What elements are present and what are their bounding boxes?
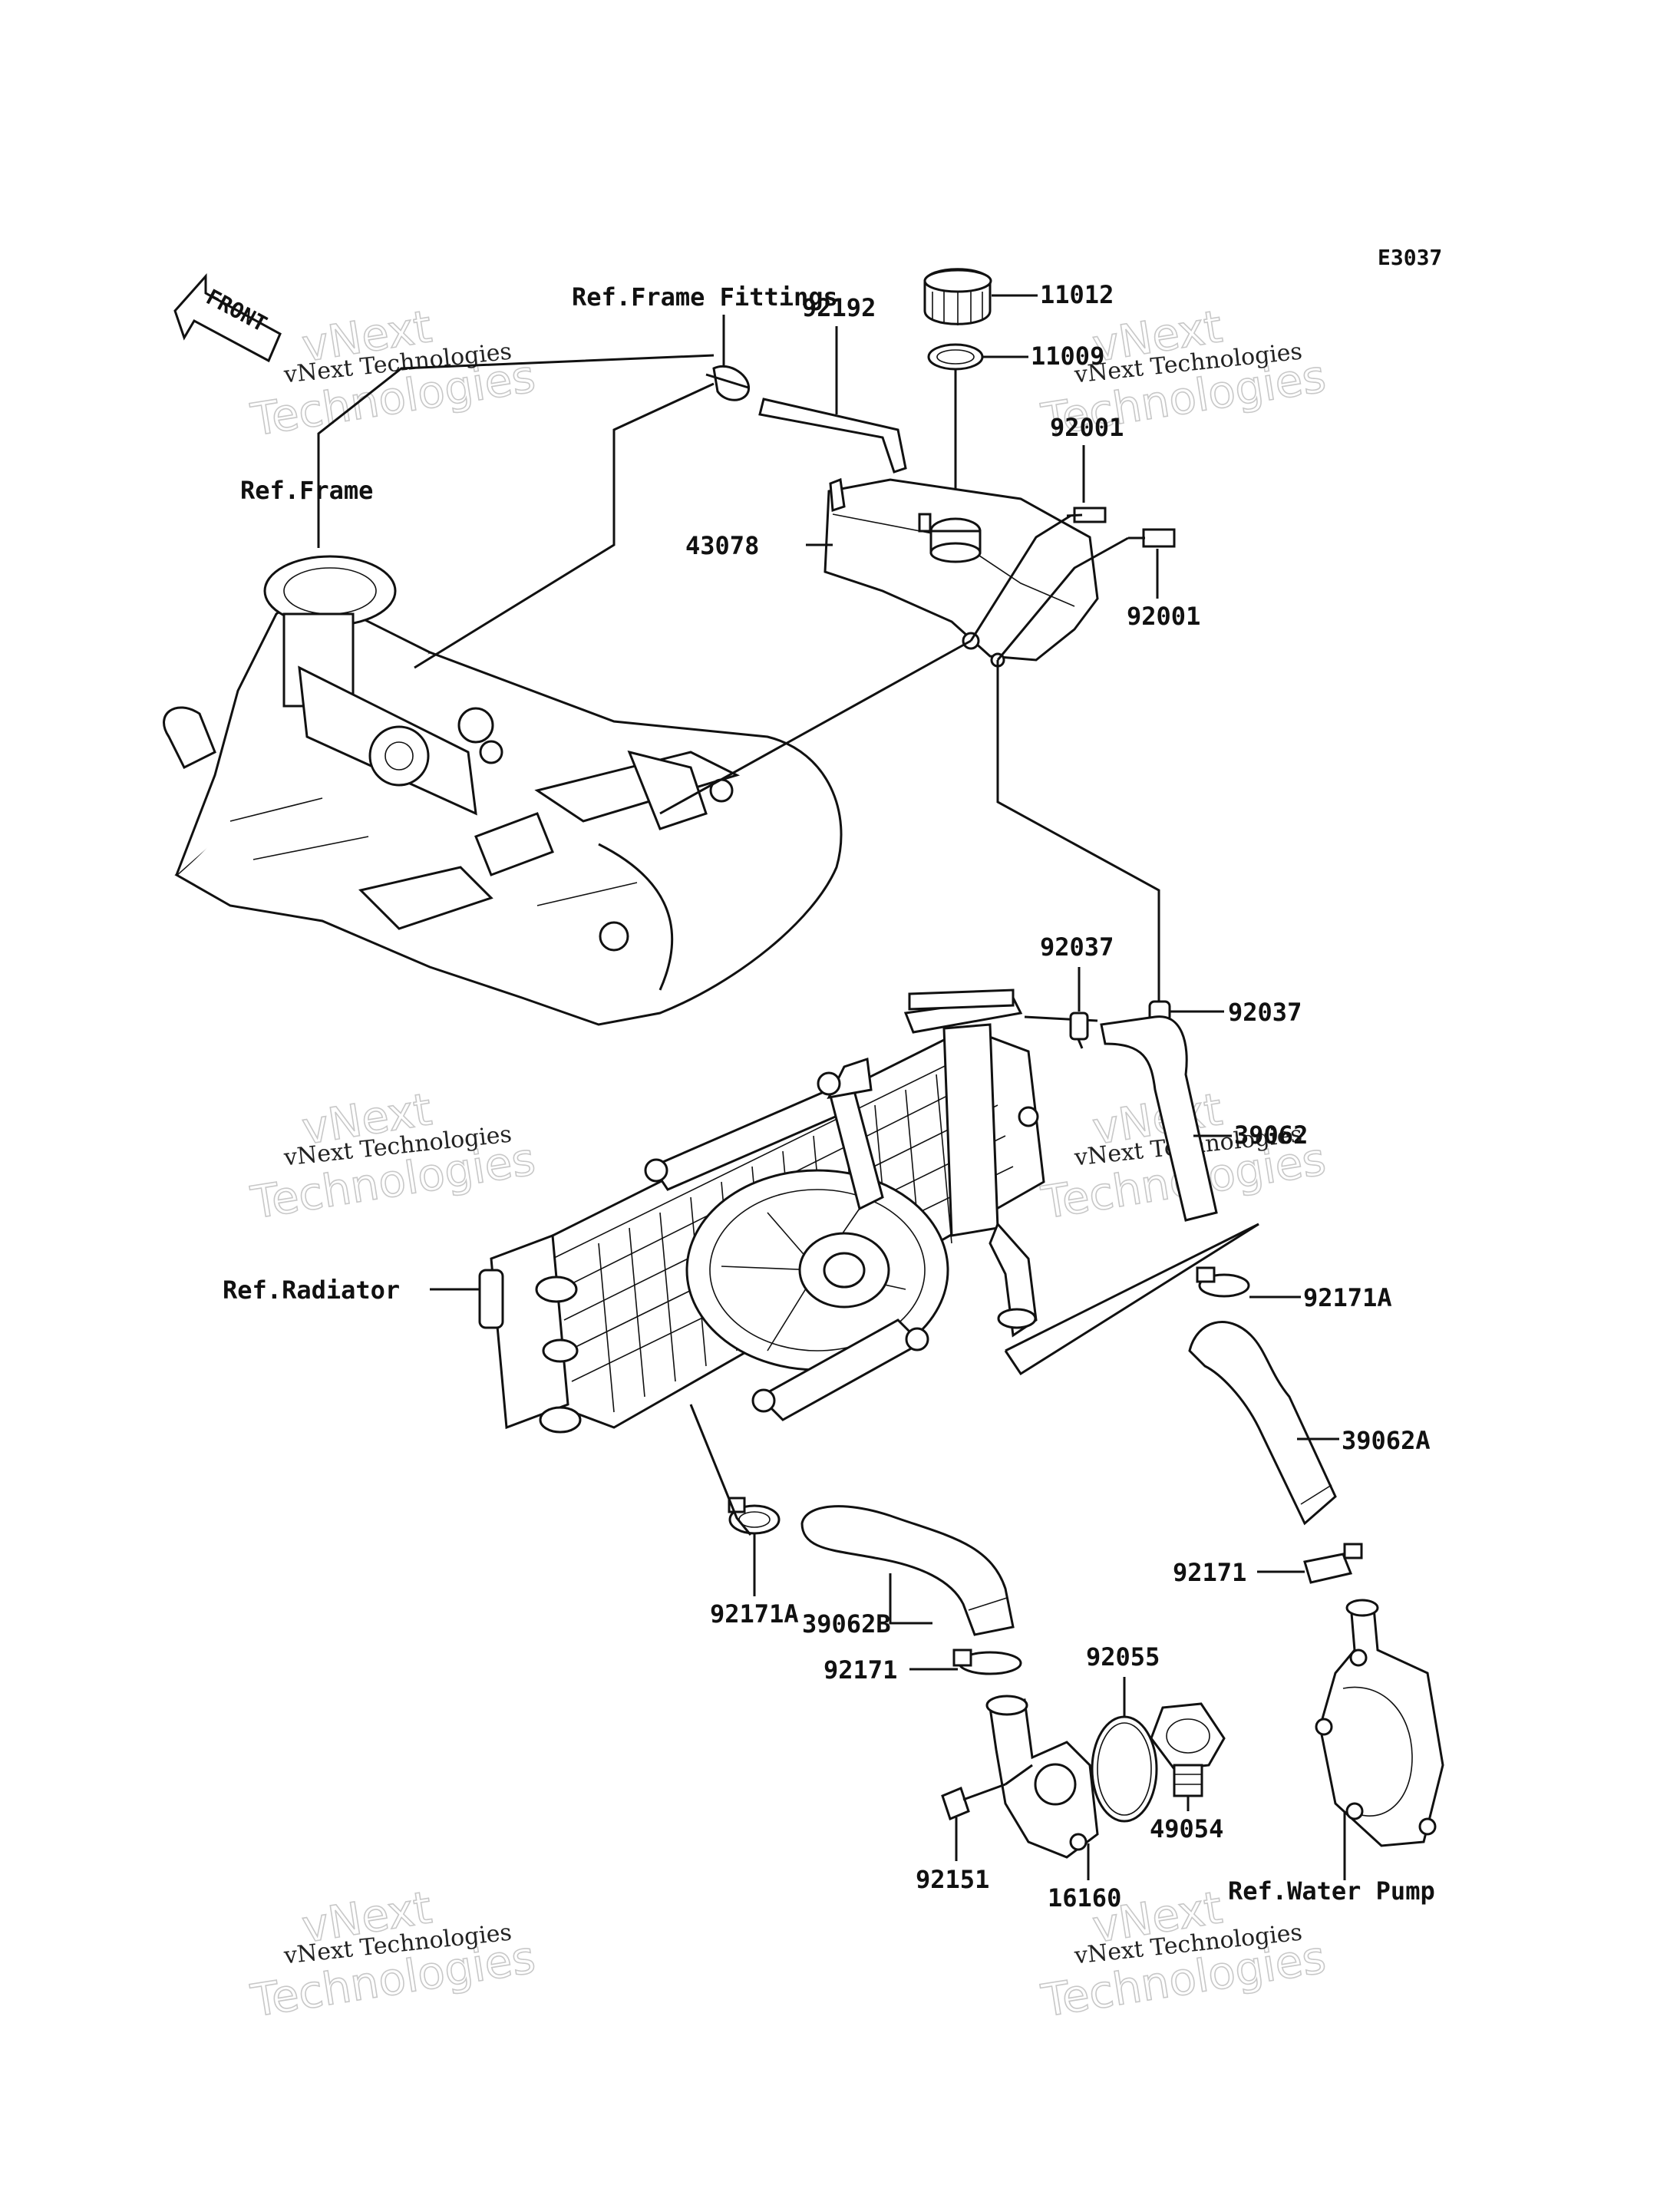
thermostat-housing-16160: [985, 1695, 1099, 1859]
water-pump-illustration: [1315, 1599, 1444, 1847]
label-39062B: 39062B: [802, 1609, 891, 1639]
radiator-outlet-line: [1005, 1223, 1259, 1352]
label-92001-b: 92001: [1127, 602, 1200, 631]
clamp-92171A-a: [1196, 1266, 1250, 1298]
bolt-92001-b-line: [996, 536, 1129, 661]
label-ref-water-pump: Ref.Water Pump: [1228, 1876, 1435, 1906]
clamp-92171-a: [1303, 1543, 1363, 1584]
label-92001-a: 92001: [1050, 413, 1124, 442]
label-49054: 49054: [1150, 1814, 1223, 1843]
front-arrow-icon: FRONT: [173, 273, 282, 363]
radiator-lower-line: [689, 1404, 752, 1536]
bolt-92151-axis: [1005, 1764, 1033, 1786]
hose-39062A: [1188, 1321, 1337, 1526]
label-39062: 39062: [1234, 1120, 1308, 1150]
hose-39062B: [800, 1505, 1015, 1636]
diagram-code: E3037: [1378, 245, 1442, 270]
fitting-to-frame-line: [414, 382, 715, 669]
clamp-92171A-b: [728, 1497, 781, 1535]
label-ref-radiator: Ref.Radiator: [223, 1276, 400, 1305]
label-11009: 11009: [1031, 342, 1104, 371]
label-92171A-b: 92171A: [710, 1599, 799, 1629]
o-ring-92055: [1091, 1715, 1158, 1823]
label-92171-b: 92171: [823, 1655, 897, 1685]
label-92192: 92192: [802, 293, 876, 322]
label-11012: 11012: [1040, 280, 1114, 309]
label-ref-frame-fittings: Ref.Frame Fittings: [572, 282, 838, 312]
bolt-92001-a: [1066, 507, 1107, 523]
bolt-92151: [941, 1783, 1006, 1842]
leader-ref-frame: [317, 354, 715, 548]
leader-39062B: [889, 1573, 932, 1625]
bolt-92001-b: [1128, 528, 1176, 548]
label-92151: 92151: [916, 1865, 989, 1894]
clamp-92037-a: [1069, 1012, 1089, 1049]
radiator-illustration: [478, 988, 1045, 1434]
label-92037-b: 92037: [1228, 998, 1302, 1027]
label-92171-a: 92171: [1173, 1558, 1246, 1587]
label-16160: 16160: [1048, 1883, 1121, 1913]
clamp-92171-b: [952, 1648, 1022, 1675]
label-92171A-a: 92171A: [1303, 1283, 1392, 1312]
label-92055: 92055: [1086, 1642, 1160, 1672]
reservoir-cap-11012: [923, 268, 992, 325]
label-ref-frame: Ref.Frame: [240, 476, 373, 505]
reserve-tank-43078: [823, 477, 1099, 668]
tank-mount-line-1: [659, 639, 972, 815]
label-92037-a: 92037: [1040, 932, 1114, 962]
hose-39062: [1100, 1015, 1218, 1222]
bolt-92001-a-line: [969, 514, 1071, 642]
frame-illustration: [163, 555, 843, 1026]
tank-hose-line: [996, 660, 1160, 1021]
thermostat-49054: [1150, 1702, 1226, 1797]
label-43078: 43078: [685, 531, 759, 560]
breather-hose-92192: [758, 398, 907, 474]
label-39062A: 39062A: [1342, 1426, 1431, 1455]
clip-part: [705, 365, 750, 401]
radiator-outlet-bracket: [1004, 1223, 1259, 1376]
